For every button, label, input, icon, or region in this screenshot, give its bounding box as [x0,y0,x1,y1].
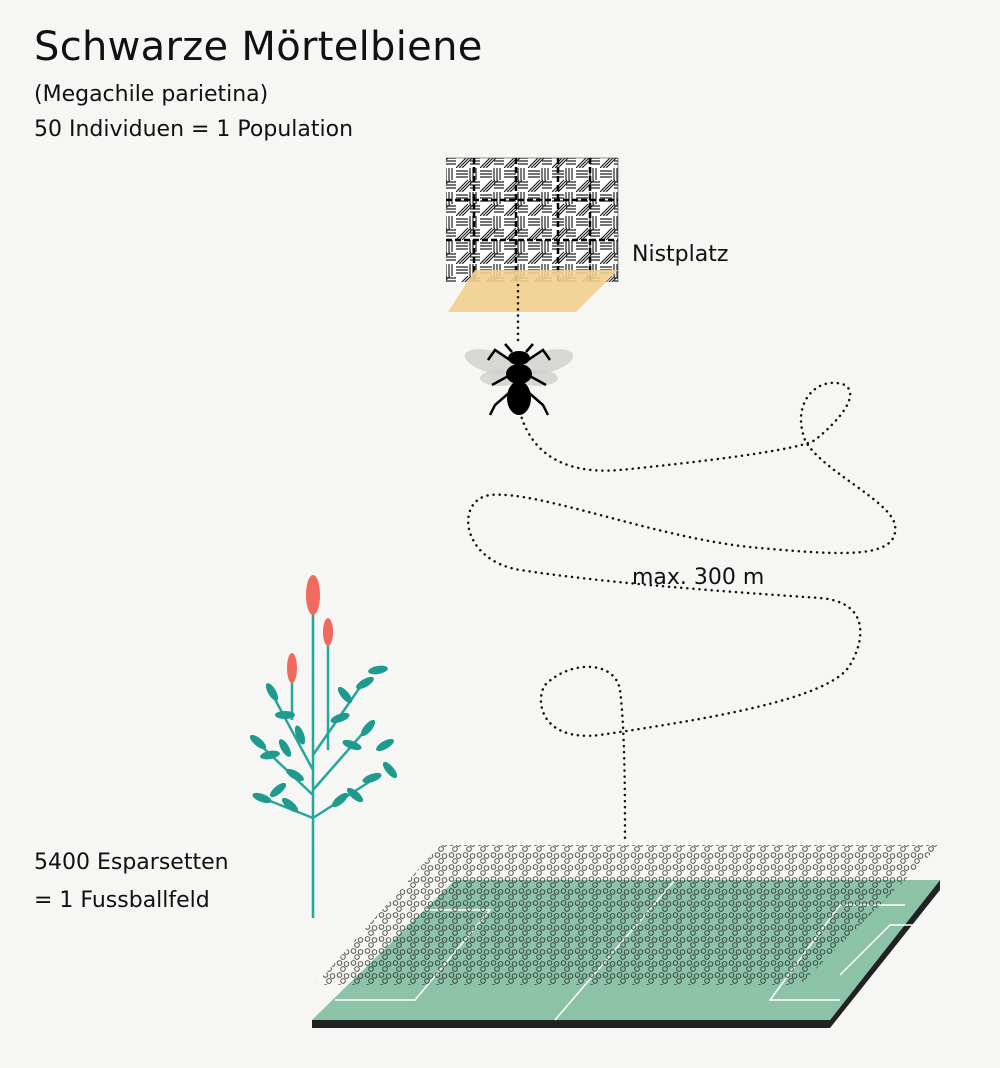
football-field [312,845,940,1028]
nest-label: Nistplatz [632,242,729,267]
nest-box [446,157,619,312]
seed-layer [315,845,940,985]
distance-label: max. 300 m [632,565,765,590]
flight-path [466,283,897,844]
latin-name: (Megachile parietina) [34,82,269,107]
plants-equivalence: = 1 Fussballfeld [34,888,210,913]
plants-label: 5400 Esparsetten [34,850,229,875]
page-title: Schwarze Mörtelbiene [34,24,483,70]
sainfoin-plant-icon [249,575,398,918]
bee-icon [464,343,574,416]
sand-base [448,270,618,312]
population-note: 50 Individuen = 1 Population [34,117,354,142]
